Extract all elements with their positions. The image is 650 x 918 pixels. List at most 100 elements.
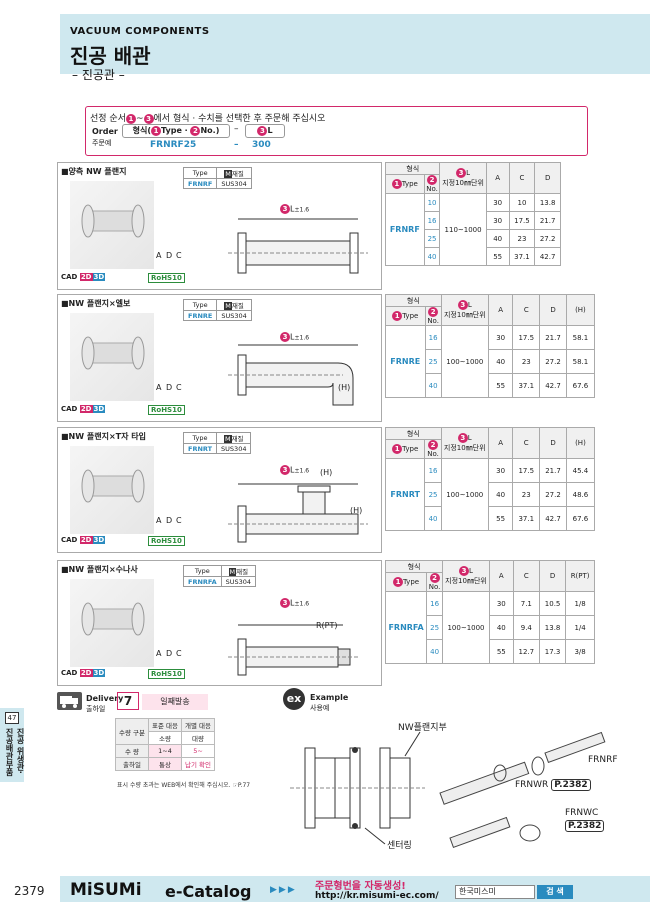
page-number: 2379	[14, 884, 45, 898]
type-header: Type	[182, 167, 218, 179]
example-frnrf-label: FRNRF	[588, 755, 618, 765]
footer-search-input[interactable]: 한국미스미	[455, 885, 535, 899]
delivery-days-label: 일째발송	[142, 694, 208, 710]
spec-header-form: 형식	[385, 427, 442, 440]
footer-url[interactable]: http://kr.misumi-ec.com/	[315, 891, 439, 901]
spec-c: 23	[508, 229, 536, 248]
spec-no: 40	[424, 373, 442, 398]
spec-d: 21.7	[534, 211, 561, 230]
delivery-header-large: 대량	[181, 731, 215, 745]
product-photo	[70, 446, 154, 534]
spec-no: 25	[424, 482, 442, 507]
delivery-ship-large: 납기 확인	[181, 757, 215, 771]
delivery-table: 수량 구분 표준 대응 개별 대응 소량 대량 수 량 1~4 5~ 출하일 통…	[115, 718, 215, 771]
spec-a: 55	[485, 247, 510, 266]
spec-c: 9.4	[512, 615, 540, 640]
spec-d: 17.3	[538, 639, 567, 664]
type-header: Type	[183, 565, 222, 577]
spec-a: 40	[485, 229, 510, 248]
spec-a: 40	[487, 349, 514, 374]
delivery-row-qty: 수 량	[115, 744, 149, 758]
material-header: M재질	[216, 299, 252, 311]
spec-type-code: FRNRT	[384, 458, 426, 531]
spec-c: 10	[508, 193, 536, 212]
technical-drawing	[228, 218, 368, 274]
spec-header-c: C	[512, 560, 540, 592]
material-header: M재질	[216, 167, 252, 179]
order-dash: –	[234, 124, 239, 134]
spec-d: 42.7	[539, 373, 567, 398]
spec-length-range: 100~1000	[442, 591, 490, 664]
order-example-length: 300	[252, 140, 271, 150]
product-photo	[70, 181, 154, 269]
material-header: M재질	[216, 432, 252, 444]
side-tab-badge: 47	[5, 712, 19, 724]
material-value: SUS304	[220, 576, 257, 587]
spec-no: 16	[426, 591, 444, 616]
spec-header-form: 형식	[385, 294, 442, 307]
spec-d: 27.2	[539, 482, 567, 507]
rohs-badge: RoHS10	[148, 536, 185, 546]
spec-header-c: C	[508, 162, 536, 194]
order-label-ko: 주문예	[92, 139, 112, 147]
spec-c: 23	[512, 482, 541, 507]
spec-no: 16	[424, 458, 442, 483]
delivery-header-small: 소량	[148, 731, 182, 745]
technical-drawing	[228, 483, 368, 543]
spec-no: 40	[423, 247, 441, 266]
spec-length-range: 100~1000	[440, 458, 489, 531]
spec-length-range: 110~1000	[439, 193, 487, 266]
side-tab-text: 진공 위생관·진공배관부품	[5, 728, 25, 776]
delivery-header-custom: 개별 대응	[181, 718, 215, 732]
spec-no: 16	[424, 325, 442, 350]
spec-c: 7.1	[512, 591, 540, 616]
delivery-label-ko: 출하일	[86, 705, 106, 713]
spec-no: 25	[424, 349, 442, 374]
spec-c: 37.1	[512, 506, 541, 531]
dim-label: A	[156, 516, 162, 525]
truck-icon	[57, 692, 82, 710]
example-frnwc-label: FRNWC	[565, 808, 599, 818]
spec-header-c: C	[512, 294, 541, 326]
example-label-ko: 사용예	[310, 704, 330, 712]
spec-extra: 45.4	[565, 458, 596, 483]
spec-d: 27.2	[534, 229, 561, 248]
spec-type-code: FRNRFA	[384, 591, 428, 664]
dim-label: D	[166, 383, 173, 392]
spec-extra: 1/8	[565, 591, 595, 616]
delivery-row-ship: 출하일	[115, 757, 149, 771]
spec-header-a: A	[487, 427, 514, 459]
spec-header-extra: R(PT)	[565, 560, 595, 592]
spec-header-a: A	[485, 162, 510, 194]
spec-type-code: FRNRE	[385, 325, 426, 398]
ecatalog-label: e-Catalog	[165, 882, 252, 901]
delivery-qty-small: 1~4	[148, 744, 182, 758]
section-title: ■NW 플랜지×T자 타입	[61, 432, 146, 441]
footer-search-button[interactable]: 검 색	[537, 885, 573, 899]
